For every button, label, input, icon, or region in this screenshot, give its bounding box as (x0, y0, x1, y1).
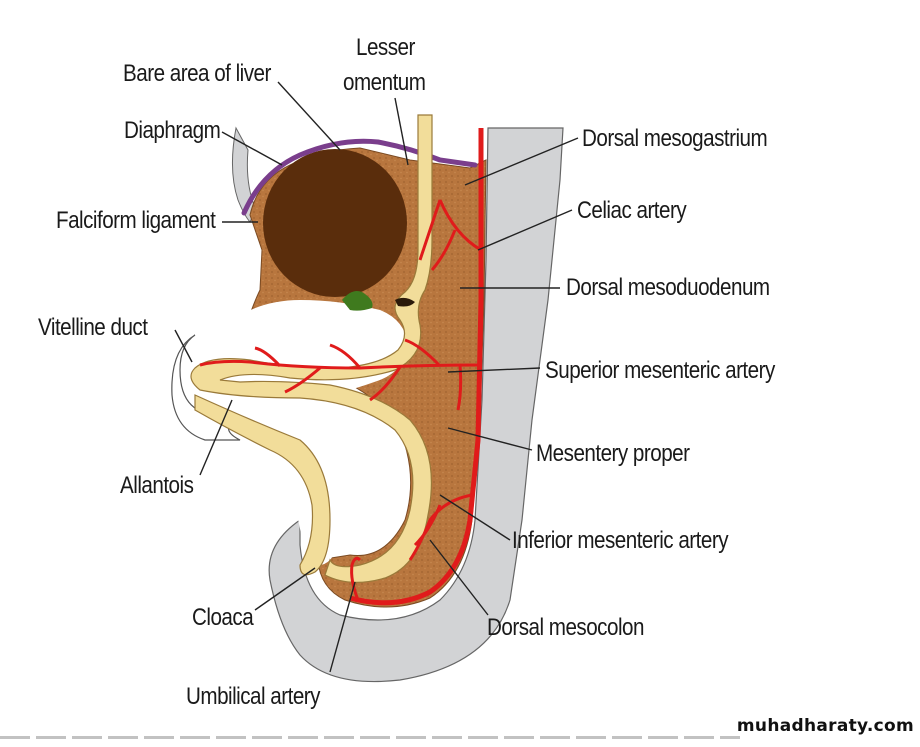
dorsal-body-wall (268, 127, 564, 683)
leader-mesentery-proper (447, 427, 533, 451)
leader-sma (447, 367, 541, 373)
label-celiac-artery: Celiac artery (577, 197, 687, 224)
leader-vitelline (174, 329, 193, 363)
label-allantois: Allantois (120, 472, 194, 499)
inferior-mesenteric-vessel (408, 493, 473, 561)
label-mesentery-proper: Mesentery proper (536, 440, 690, 467)
label-superior-mesenteric-artery: Superior mesenteric artery (545, 357, 775, 384)
leader-lines (174, 81, 579, 673)
leader-lesser-omentum (394, 97, 409, 166)
label-dorsal-mesoduodenum: Dorsal mesoduodenum (566, 274, 770, 301)
label-dorsal-mesocolon: Dorsal mesocolon (487, 614, 644, 641)
label-inferior-mesenteric-artery: Inferior mesenteric artery (512, 527, 729, 554)
label-bare-area-of-liver: Bare area of liver (123, 60, 271, 87)
superior-mesenteric-vessel (199, 338, 481, 411)
cropped-caption-strip (0, 732, 740, 742)
label-lesser-omentum-line2: omentum (343, 69, 426, 96)
label-vitelline-duct: Vitelline duct (38, 314, 148, 341)
umbilical-opening (171, 334, 241, 441)
label-dorsal-mesogastrium: Dorsal mesogastrium (582, 125, 768, 152)
label-umbilical-artery: Umbilical artery (186, 683, 320, 710)
leader-ima (439, 494, 511, 541)
watermark: muhadharaty.com (736, 716, 914, 736)
label-falciform-ligament: Falciform ligament (56, 207, 216, 234)
aorta (349, 128, 484, 606)
umbilical-artery-vessel (350, 556, 362, 601)
label-diaphragm: Diaphragm (124, 117, 221, 144)
leader-dorsal-mesogastrium (464, 137, 579, 186)
label-cloaca: Cloaca (192, 604, 254, 631)
gallbladder (342, 291, 373, 311)
label-lesser-omentum-line1: Lesser (356, 34, 415, 61)
leader-umbilical (329, 581, 356, 673)
leader-cloaca (254, 567, 316, 611)
leader-celiac (477, 209, 573, 251)
celiac-artery-vessel (418, 199, 482, 271)
leader-diaphragm (221, 131, 283, 166)
leader-bare-area (277, 81, 341, 151)
leader-allantois (199, 399, 233, 476)
bile-duct (395, 297, 415, 307)
liver (263, 149, 407, 297)
diaphragm (241, 138, 478, 216)
allantois-cloaca (194, 394, 331, 576)
leader-dorsal-mesocolon (429, 539, 489, 616)
